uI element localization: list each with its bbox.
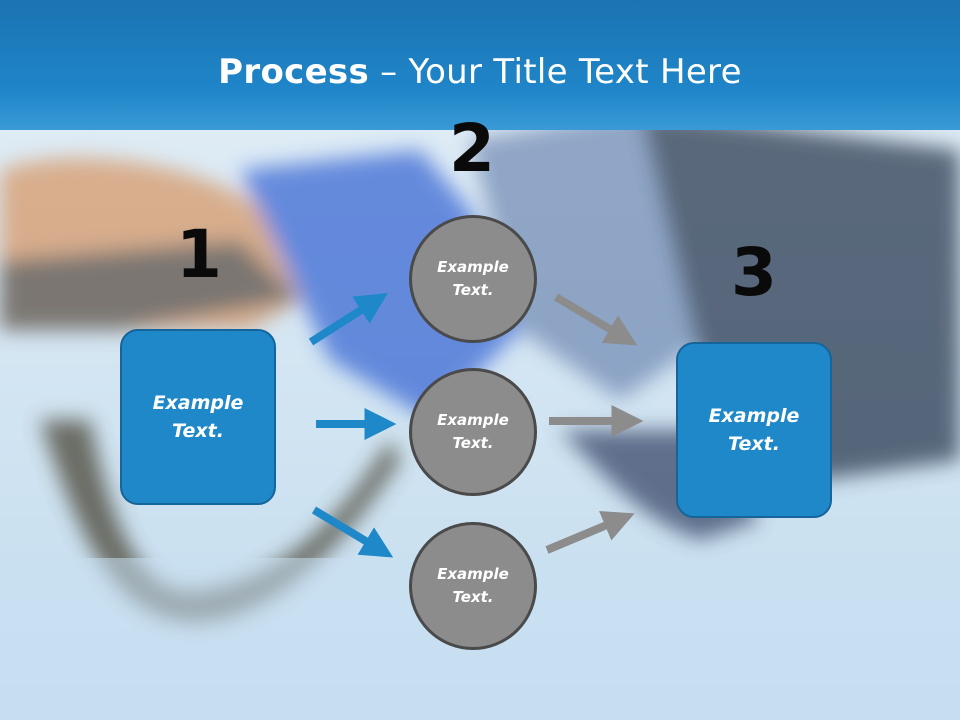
step-2-circle-2: Example Text. [409,368,537,496]
circle-2-text: Example Text. [437,410,509,452]
title-bold: Process [218,52,370,92]
step-3-box: Example Text. [676,342,832,518]
arrow-gray-up [545,510,635,554]
step-number-2: 2 [449,110,495,187]
circle-1-text: Example Text. [437,257,509,299]
step-1-box: Example Text. [120,329,276,505]
circle-3-text: Example Text. [437,564,509,606]
arrow-gray-down [553,293,638,346]
step-number-1: 1 [176,216,222,293]
title-rest: – Your Title Text Here [369,52,742,92]
step-3-text: Example Text. [708,404,800,456]
step-number-3: 3 [731,234,777,311]
step-2-circle-1: Example Text. [409,215,537,343]
arrow-blue-up [308,292,388,346]
arrow-blue-down [311,506,394,558]
title-bar [0,0,960,130]
step-1-text: Example Text. [152,391,244,443]
page-title: Process – Your Title Text Here [0,52,960,92]
step-2-circle-3: Example Text. [409,522,537,650]
